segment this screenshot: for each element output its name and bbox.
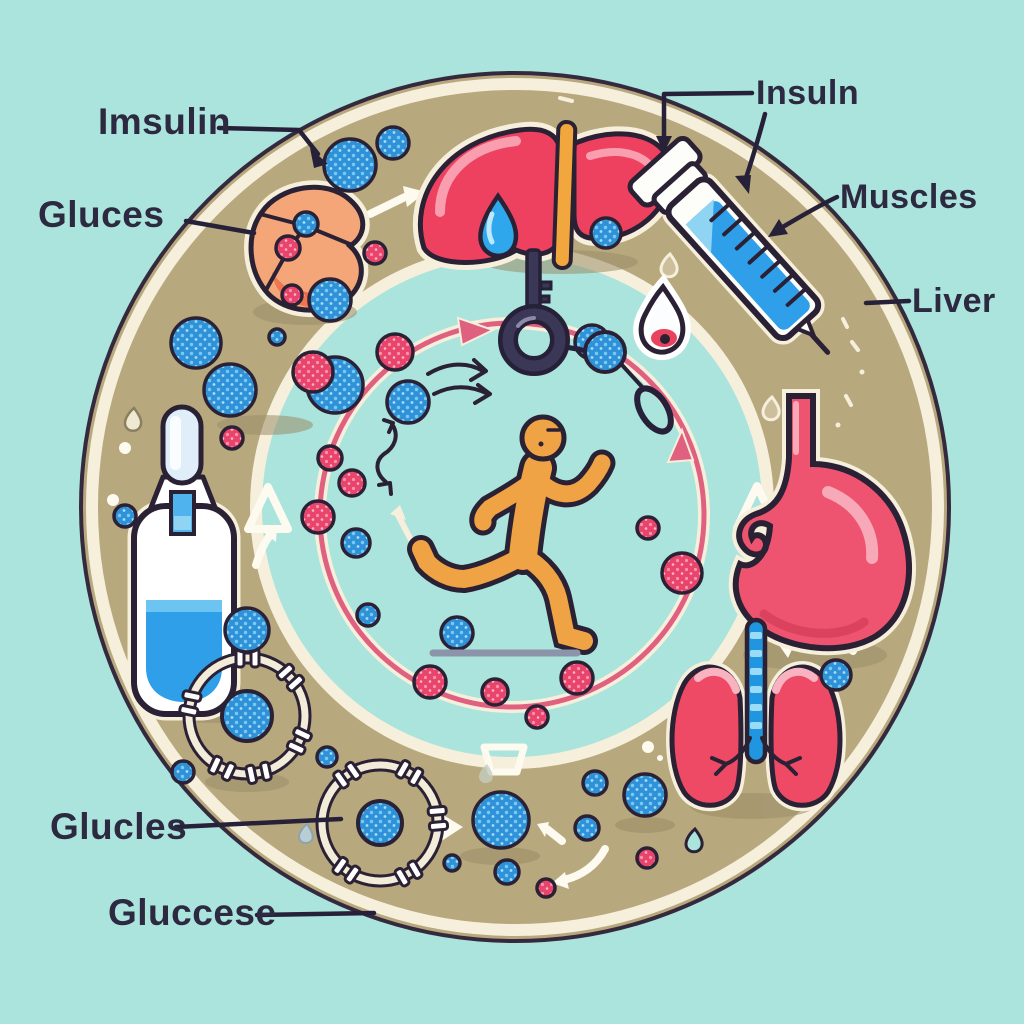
label-insulin-top-left: Imsulin: [98, 101, 232, 142]
glucose-molecule-icon: [356, 799, 404, 847]
cell-receptor-icon: [178, 647, 313, 785]
label-glucose-bottom: Gluccese: [108, 892, 277, 933]
droplet-decorations: [123, 251, 781, 854]
runner-icon: [407, 414, 616, 655]
small-cream-arrowhead: [390, 505, 406, 520]
receptor-loop-icon: [620, 363, 674, 435]
glucose-molecule-icon: [292, 210, 320, 238]
trapezoid-marker-icon: [480, 743, 528, 776]
label-liver: Liver: [912, 282, 996, 320]
insulin-molecules: [219, 240, 704, 899]
key-icon: [498, 248, 591, 376]
cell-receptor-icon: [315, 758, 450, 888]
label-glucose-left: Gluces: [38, 194, 165, 235]
insulin-vial-icon: [127, 404, 241, 721]
glucose-molecule-icon: [583, 330, 627, 374]
glucose-molecules: [112, 125, 853, 886]
sparkle-dashes: [558, 96, 865, 428]
syringe-icon: [627, 135, 831, 355]
leader-lines: [173, 90, 912, 918]
lungs-icon: [666, 617, 846, 812]
label-glucose-bottom-left: Glucles: [50, 806, 188, 847]
label-insulin-top-right: Insuln: [756, 74, 860, 112]
stomach-icon: [728, 389, 917, 656]
signal-squiggle-arrows: [375, 358, 492, 496]
label-muscles: Muscles: [840, 178, 978, 216]
glucose-molecule-icon: [220, 689, 274, 743]
blood-drop-icon: [633, 273, 691, 361]
insulin-molecule-icon: [274, 234, 302, 262]
